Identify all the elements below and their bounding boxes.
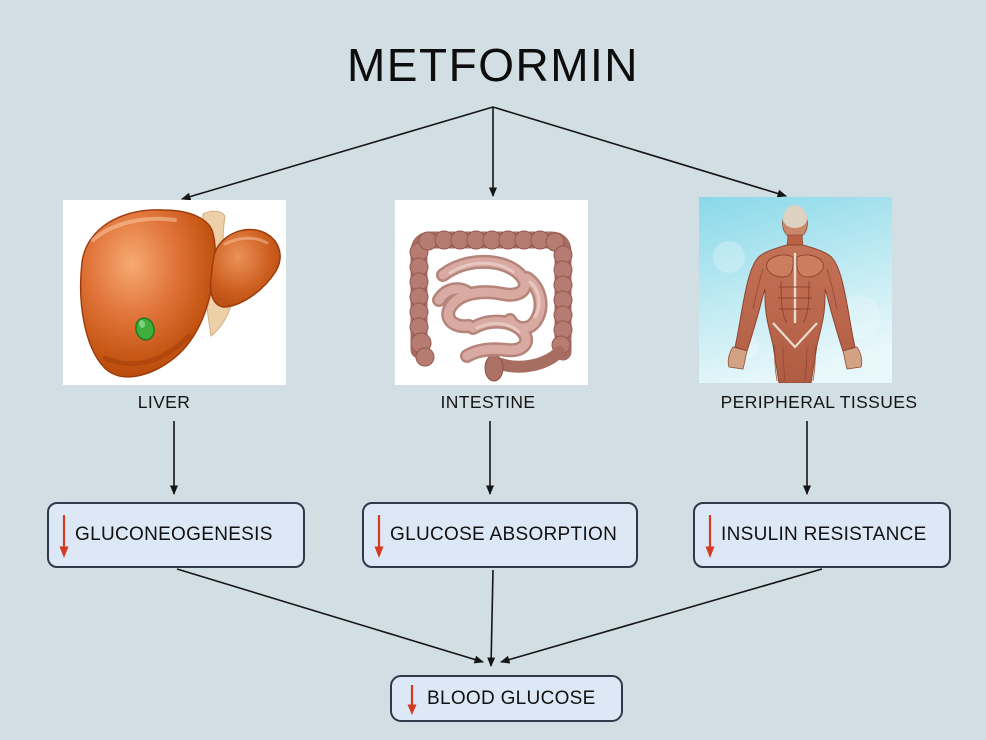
liver-image-panel <box>63 200 286 385</box>
arrow-title-to-peripheral <box>492 106 787 198</box>
blood-glucose-box: BLOOD GLUCOSE <box>390 675 623 722</box>
peripheral-tissues-image-panel <box>699 197 892 383</box>
insulin-resistance-box: INSULIN RESISTANCE <box>693 502 951 568</box>
decrease-arrow-icon <box>374 515 384 558</box>
intestine-label: INTESTINE <box>440 392 536 412</box>
intestine-image-panel <box>395 200 588 385</box>
muscular-body-illustration-icon <box>699 197 892 383</box>
arrow-absorption-to-outcome <box>487 569 496 667</box>
blood-glucose-box-label: BLOOD GLUCOSE <box>427 687 596 709</box>
decrease-arrow-icon <box>407 684 417 715</box>
decrease-arrow-icon <box>705 515 715 558</box>
peripheral-tissues-label: PERIPHERAL TISSUES <box>720 392 918 412</box>
gluconeogenesis-box: GLUCONEOGENESIS <box>47 502 305 568</box>
diagram-title: METFORMIN <box>346 39 640 91</box>
liver-illustration-icon <box>63 200 286 385</box>
glucose-absorption-box: GLUCOSE ABSORPTION <box>362 502 638 568</box>
insulin-resistance-box-label: INSULIN RESISTANCE <box>721 524 927 545</box>
arrow-resistance-to-outcome <box>500 568 823 664</box>
arrow-title-to-liver <box>181 106 494 201</box>
arrow-gluconeogenesis-to-outcome <box>176 568 484 664</box>
intestine-illustration-icon <box>395 200 588 385</box>
decrease-arrow-icon <box>59 515 69 558</box>
gluconeogenesis-box-label: GLUCONEOGENESIS <box>75 524 273 545</box>
glucose-absorption-box-label: GLUCOSE ABSORPTION <box>390 524 618 545</box>
liver-label: LIVER <box>137 392 191 412</box>
